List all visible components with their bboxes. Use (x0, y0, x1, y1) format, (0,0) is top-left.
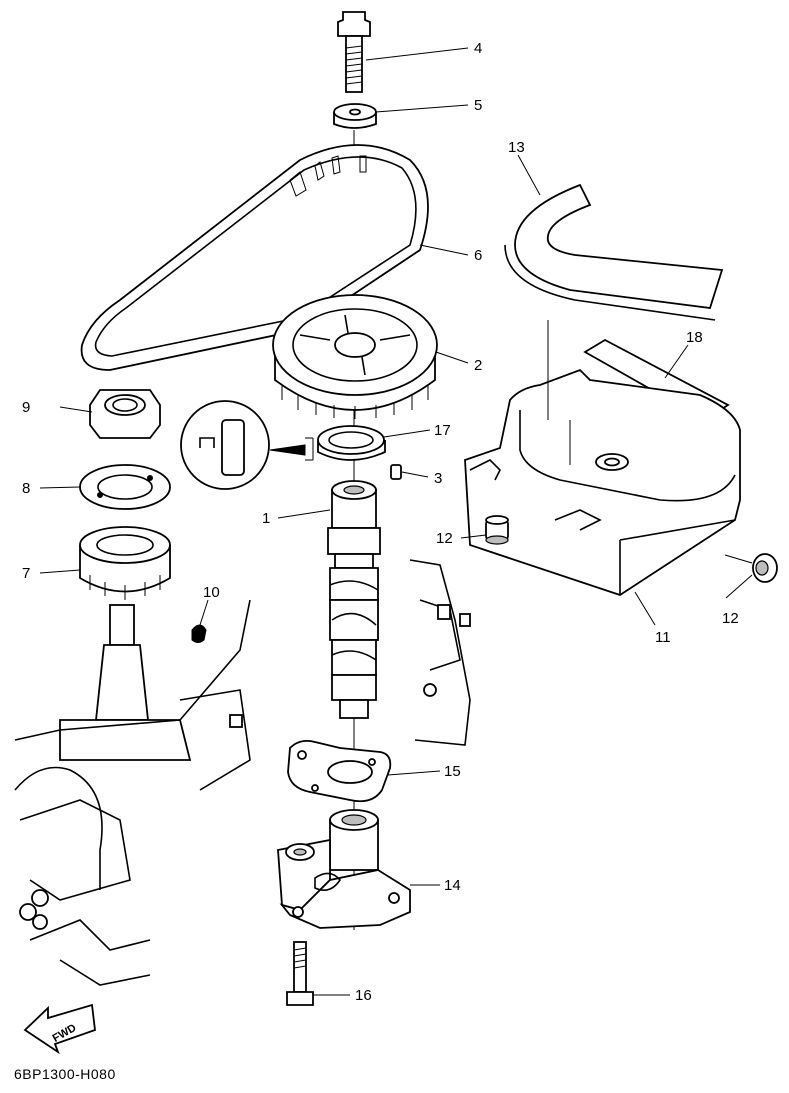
leader-lines (39, 47, 753, 996)
callout-12-left: 12 (436, 530, 453, 547)
callout-12-right: 12 (722, 610, 739, 627)
engine-block-left (14, 599, 251, 986)
callout-16: 16 (355, 987, 372, 1004)
part-15-gasket[interactable] (287, 739, 392, 803)
engine-block-right (409, 559, 471, 746)
part-7-crank-gear[interactable] (79, 526, 171, 600)
callout-8: 8 (22, 480, 31, 497)
seal-detail-bubble (180, 400, 314, 490)
callout-10: 10 (203, 584, 220, 601)
part-16-bolt[interactable] (286, 941, 314, 1006)
callout-13: 13 (508, 139, 525, 156)
part-10-key[interactable] (191, 624, 207, 643)
callout-18: 18 (686, 329, 703, 346)
part-11-belt-cover[interactable] (464, 368, 741, 596)
callout-15: 15 (444, 763, 461, 780)
part-5-washer[interactable] (333, 103, 377, 129)
fwd-arrow-icon (23, 1003, 96, 1055)
part-1-camshaft[interactable] (327, 480, 381, 719)
part-13-hose[interactable] (504, 183, 724, 321)
part-3-pin[interactable] (390, 464, 402, 480)
callout-14: 14 (444, 877, 461, 894)
callout-6: 6 (474, 247, 483, 264)
part-12-grommet-left[interactable] (485, 515, 509, 545)
callout-3: 3 (434, 470, 443, 487)
callout-9: 9 (22, 399, 31, 416)
part-14-oil-pump[interactable] (277, 809, 411, 929)
part-2-cam-pulley[interactable] (272, 294, 438, 419)
part-17-oil-seal[interactable] (317, 425, 386, 461)
part-4-bolt[interactable] (337, 11, 371, 93)
callout-11: 11 (655, 629, 671, 646)
part-12-grommet-right[interactable] (724, 553, 778, 583)
callout-2: 2 (474, 357, 483, 374)
part-6-timing-belt[interactable] (80, 144, 429, 371)
part-9-nut[interactable] (89, 389, 161, 439)
diagram-code: 6BP1300-H080 (14, 1066, 116, 1082)
callout-17: 17 (434, 422, 451, 439)
callout-5: 5 (474, 97, 483, 114)
part-8-plate[interactable] (79, 464, 171, 510)
callout-4: 4 (474, 40, 483, 57)
callout-1: 1 (262, 510, 271, 527)
callout-7: 7 (22, 565, 31, 582)
